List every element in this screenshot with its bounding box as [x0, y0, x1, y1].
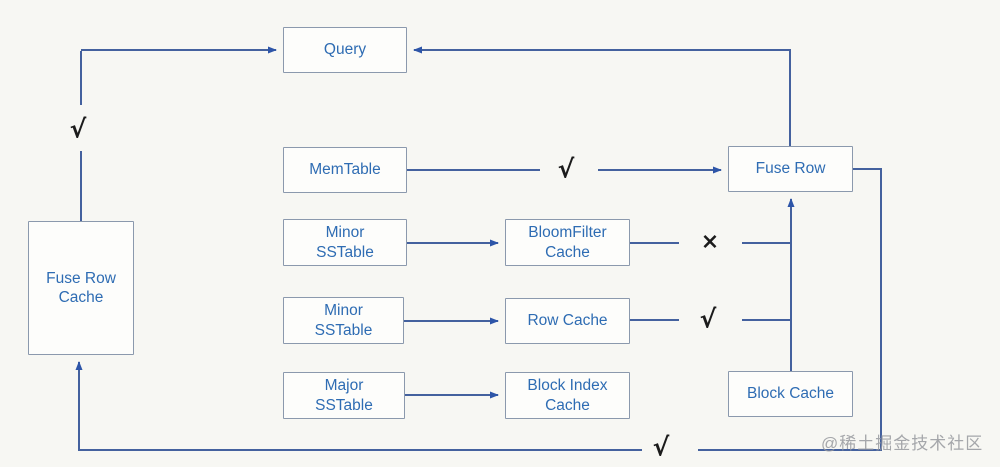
node-block-index-cache: Block Index Cache	[505, 372, 630, 419]
edge-loop-left-up-to-fuserowcache	[75, 361, 642, 451]
checkmark-rowcache-hit: √	[699, 304, 717, 334]
checkmark-fuserowcache-hit: √	[69, 114, 87, 144]
node-bloomfilter-cache: BloomFilter Cache	[505, 219, 630, 266]
node-major-sstable: Major SSTable	[283, 372, 405, 419]
checkmark-bottom-loop: √	[652, 432, 670, 462]
node-minor-sstable-1: Minor SSTable	[283, 219, 407, 266]
edge-loop-right-bottom	[698, 168, 882, 451]
node-query: Query	[283, 27, 407, 73]
node-row-cache: Row Cache	[505, 298, 630, 344]
node-fuse-row-cache: Fuse Row Cache	[28, 221, 134, 355]
cross-bloomfilter-miss: ×	[700, 229, 720, 255]
node-block-cache: Block Cache	[728, 371, 853, 417]
edge-fuserow-to-query	[413, 46, 791, 146]
checkmark-memtable-hit: √	[557, 154, 575, 184]
node-memtable: MemTable	[283, 147, 407, 193]
node-minor-sstable-2: Minor SSTable	[283, 297, 404, 344]
edge-fuserowcache-up-upper-to-query	[80, 50, 276, 105]
watermark: @稀土掘金技术社区	[821, 434, 984, 453]
node-fuse-row: Fuse Row	[728, 146, 853, 192]
